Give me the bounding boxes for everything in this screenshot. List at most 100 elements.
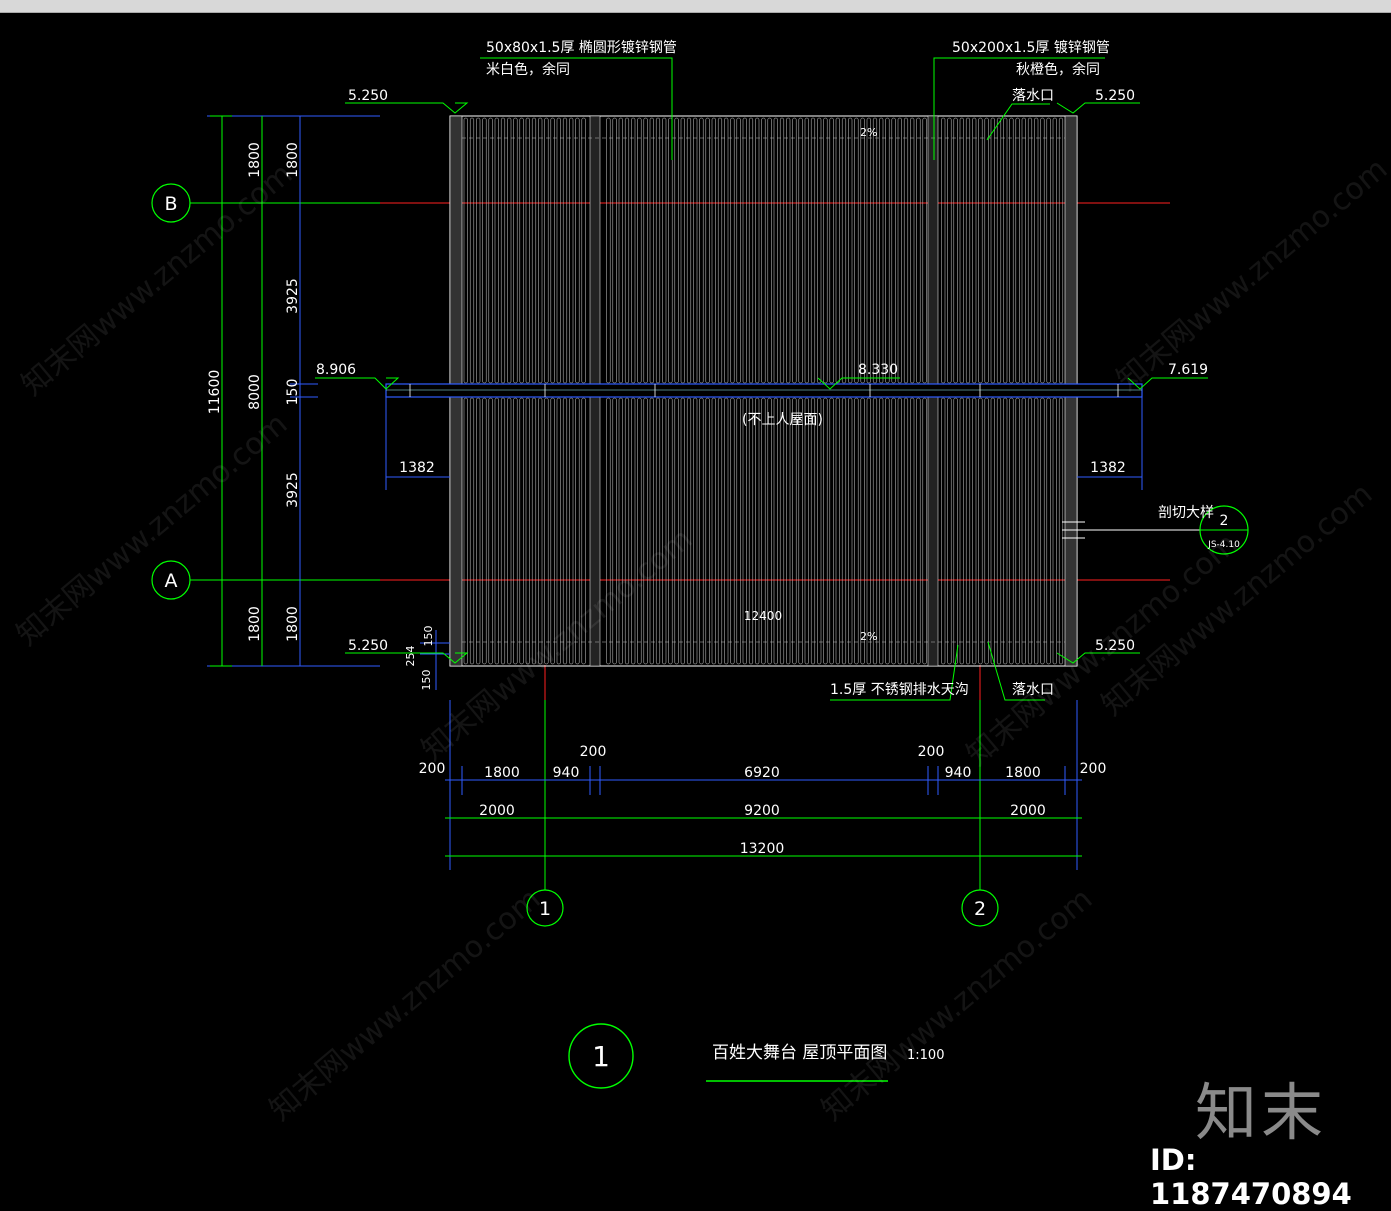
dim-3925-bottom: 3925 xyxy=(285,472,301,508)
pipe-slat xyxy=(872,397,878,665)
dim-1800-bot-outer: 1800 xyxy=(247,606,263,642)
pipe-slat xyxy=(767,117,772,384)
pipe-slat xyxy=(637,117,642,384)
pipe-slat xyxy=(469,117,475,384)
pipe-slat xyxy=(941,397,946,665)
dim-bottom-940-right: 940 xyxy=(945,765,972,781)
pipe-slat xyxy=(941,117,946,384)
pipe-slat xyxy=(705,117,710,384)
pipe-slat xyxy=(798,397,803,665)
pipe-slat xyxy=(1058,117,1064,384)
pipe-slat xyxy=(916,397,921,665)
pipe-slat xyxy=(606,397,611,665)
dim-11600: 11600 xyxy=(207,370,223,415)
pipe-slat xyxy=(742,117,747,384)
pipe-slat xyxy=(680,117,685,384)
pipe-slat xyxy=(550,117,555,384)
pipe-slat xyxy=(655,117,661,384)
pipe-slat xyxy=(779,117,785,384)
pipe-slat xyxy=(1034,397,1039,665)
dim-bottom-edge-right: 200 xyxy=(1080,761,1107,777)
pipe-slat xyxy=(810,397,816,665)
pipe-slat xyxy=(519,117,524,384)
pipe-slat xyxy=(1058,397,1064,665)
dim-bottom-1800-right: 1800 xyxy=(1005,765,1041,781)
pipe-slat xyxy=(531,397,537,665)
no-roof-label: (不上人屋面) xyxy=(742,412,823,428)
pipe-slat xyxy=(500,117,506,384)
dim-bottom-200-right: 200 xyxy=(918,744,945,760)
pipe-slat xyxy=(730,397,735,665)
pipe-slat xyxy=(978,397,983,665)
pipe-slat xyxy=(810,117,816,384)
pipe-slat xyxy=(550,397,555,665)
pipe-slat xyxy=(972,397,977,665)
pipe-slat xyxy=(953,397,958,665)
pipe-slat xyxy=(680,397,685,665)
pipe-slat xyxy=(761,117,766,384)
pipe-slat xyxy=(1052,397,1057,665)
pipe-slat xyxy=(544,117,549,384)
drain-bottom-label: 落水口 xyxy=(1012,682,1054,698)
pipe-slat xyxy=(674,117,679,384)
pipe-slat xyxy=(1021,117,1026,384)
pipe-slat xyxy=(866,117,871,384)
pipe-slat xyxy=(562,117,568,384)
pipe-slat xyxy=(643,397,648,665)
pipe-slat xyxy=(779,397,785,665)
dim-overhang-left: 1382 xyxy=(399,460,435,476)
pipe-slat xyxy=(575,117,580,384)
pipe-slat xyxy=(773,397,778,665)
dim-bottom-940-left: 940 xyxy=(553,765,580,781)
detail-ref-number: 2 xyxy=(1220,513,1229,529)
dim-bottom-2000-left: 2000 xyxy=(479,803,515,819)
pipe-slat xyxy=(668,117,673,384)
pipe-slat xyxy=(469,397,475,665)
pipe-slat xyxy=(996,397,1002,665)
pipe-slat xyxy=(959,117,964,384)
dim-12400: 12400 xyxy=(744,609,782,623)
dim-overhang-right: 1382 xyxy=(1090,460,1126,476)
pipe-slat xyxy=(556,397,561,665)
title-number: 1 xyxy=(592,1040,610,1073)
pipe-slat xyxy=(1015,117,1020,384)
pipe-slat xyxy=(953,117,958,384)
dim-bottom-6920: 6920 xyxy=(744,765,780,781)
pipe-slat xyxy=(482,397,487,665)
dim-3925-top: 3925 xyxy=(285,278,301,314)
pipe-slat xyxy=(860,397,865,665)
pipe-slat xyxy=(488,397,493,665)
pipe-slat xyxy=(835,117,840,384)
pipe-slat xyxy=(519,397,524,665)
pipe-slat xyxy=(916,117,921,384)
pipe-slat xyxy=(978,117,983,384)
pipe-slat xyxy=(742,397,747,665)
pipe-slat xyxy=(631,397,636,665)
pipe-left-spec: 50x80x1.5厚 椭圆形镀锌钢管 xyxy=(486,39,677,56)
pipe-slat xyxy=(531,117,537,384)
pipe-slat xyxy=(655,397,661,665)
dim-8000: 8000 xyxy=(247,374,263,410)
pipe-slat xyxy=(798,117,803,384)
axis-bubble-1 xyxy=(526,889,564,927)
pipe-slat xyxy=(965,117,971,384)
pipe-slat xyxy=(823,117,828,384)
pipe-slat xyxy=(649,397,654,665)
pipe-slat xyxy=(786,397,791,665)
pipe-slat xyxy=(581,117,586,384)
pipe-slat xyxy=(569,397,574,665)
pipe-slat xyxy=(835,397,840,665)
pipe-slat xyxy=(804,397,809,665)
pipe-slat xyxy=(494,397,499,665)
pipe-slat xyxy=(748,397,754,665)
pipe-slat xyxy=(773,117,778,384)
ridge-beam xyxy=(385,383,1143,398)
axis-label-b: B xyxy=(164,193,177,215)
axis-bubble-2 xyxy=(961,889,999,927)
pipe-slat xyxy=(705,397,710,665)
elev-ridge-left: 8.906 xyxy=(316,362,356,378)
pipe-slat xyxy=(947,117,952,384)
pipe-slat xyxy=(488,117,493,384)
dim-150-small-a: 150 xyxy=(422,626,435,647)
pipe-slat xyxy=(662,397,667,665)
